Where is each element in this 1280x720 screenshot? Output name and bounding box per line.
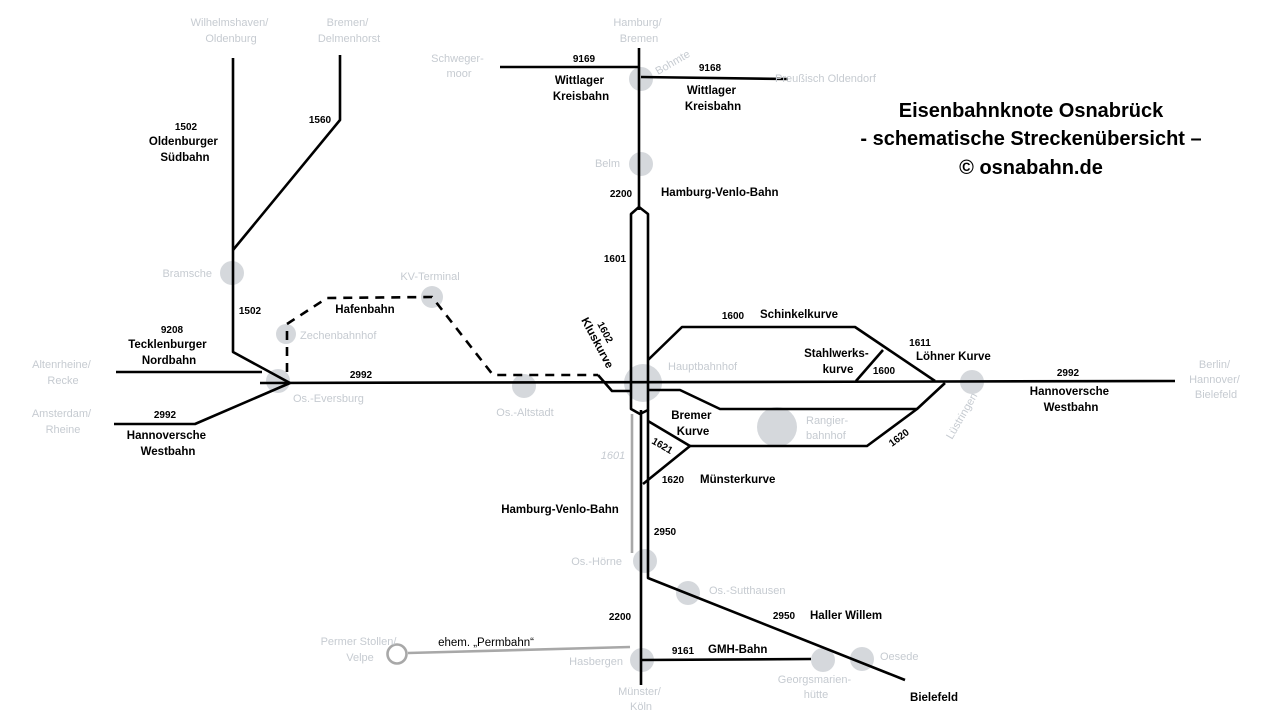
label-rangierbahnhof: Rangier- bahnhof <box>806 415 851 442</box>
line-2950-hw: 2950 <box>773 611 796 622</box>
line-1502-top: 1502 <box>175 122 198 133</box>
line-stahlwerkskurve: Stahlwerks- kurve <box>804 348 872 376</box>
label-permer-stollen: Permer Stollen/ Velpe <box>321 636 400 664</box>
track-1621 <box>642 419 692 486</box>
track-9161 <box>641 657 812 662</box>
track-hafenbahn <box>285 295 598 377</box>
label-georgsmarienhuette: Georgsmarien- hütte <box>778 674 854 701</box>
line-1560: 1560 <box>309 115 332 126</box>
destination-labels: Wilhelmshaven/ Oldenburg Bremen/ Delmenh… <box>32 17 1243 713</box>
track-bremer-kurve <box>648 388 917 411</box>
line-2200-top: 2200 <box>610 189 633 200</box>
station-rangierbahnhof[interactable] <box>757 407 797 447</box>
line-schinkelkurve: Schinkelkurve <box>760 309 838 321</box>
dest-altenrheine: Altenrheine/ Recke <box>32 359 94 387</box>
dest-muenster: Münster/ Köln <box>618 686 664 713</box>
label-altstadt: Os.-Altstadt <box>496 407 553 419</box>
dest-preussisch-oldendorf: Preußisch Oldendorf <box>775 73 877 85</box>
line-hafenbahn: Hafenbahn <box>335 304 394 316</box>
tracks <box>114 48 1176 685</box>
track-2992-main <box>259 379 1176 385</box>
track-1502 <box>231 58 291 385</box>
label-kv-terminal: KV-Terminal <box>400 271 459 283</box>
line-1600-schinkel: 1600 <box>722 311 745 322</box>
label-belm: Belm <box>595 158 620 170</box>
line-gmh-bahn: GMH-Bahn <box>708 644 767 656</box>
station-hoerne[interactable] <box>633 549 657 573</box>
line-1620-rbf: 1620 <box>887 427 912 449</box>
line-hamburg-venlo-low: Hamburg-Venlo-Bahn <box>501 504 619 516</box>
track-2992-west <box>114 381 291 426</box>
dest-wilhelmshaven: Wilhelmshaven/ Oldenburg <box>191 17 272 45</box>
line-9169: 9169 <box>573 54 596 65</box>
line-hamburg-venlo-top: Hamburg-Venlo-Bahn <box>661 187 779 199</box>
line-1620: 1620 <box>662 475 685 486</box>
track-2950 <box>646 410 906 682</box>
track-1600-stahl <box>855 349 884 382</box>
diagram-title: Eisenbahnknote Osnabrück - schematische … <box>860 100 1201 179</box>
title-line-2: - schematische Streckenübersicht – <box>860 128 1201 150</box>
label-bohmte: Bohmte <box>654 48 693 77</box>
track-9168 <box>640 75 789 81</box>
line-1611: 1611 <box>909 338 931 349</box>
track-1600-schinkel <box>647 325 936 383</box>
station-altstadt[interactable] <box>512 374 536 398</box>
line-9208: 9208 <box>161 325 184 336</box>
line-9168: 9168 <box>699 63 722 74</box>
label-eversburg: Os.-Eversburg <box>293 393 364 405</box>
title-line-3: © osnabahn.de <box>959 157 1103 179</box>
line-tecklenburger: Tecklenburger Nordbahn <box>128 339 210 367</box>
line-1601: 1601 <box>604 254 627 265</box>
line-2992-right: 2992 <box>1057 368 1080 379</box>
line-bremer-kurve: Bremer Kurve <box>671 410 714 438</box>
label-hasbergen: Hasbergen <box>569 656 623 668</box>
label-hoerne: Os.-Hörne <box>571 556 622 568</box>
dest-amsterdam: Amsterdam/ Rheine <box>32 408 94 436</box>
station-labels: Schweger- moor Bohmte Belm Bramsche KV-T… <box>162 48 980 701</box>
dest-berlin: Berlin/ Hannover/ Bielefeld <box>1189 359 1243 401</box>
label-luestringen: Lüstringen <box>944 391 980 441</box>
dest-bielefeld: Bielefeld <box>910 692 958 704</box>
line-2200-low: 2200 <box>609 612 632 623</box>
title-line-1: Eisenbahnknote Osnabrück <box>899 100 1164 122</box>
label-zechenbahnhof: Zechenbahnhof <box>300 330 377 342</box>
line-9161: 9161 <box>672 646 695 657</box>
track-1620-rbf <box>690 382 946 448</box>
line-wittlager-right: Wittlager Kreisbahn <box>685 85 741 113</box>
track-1560 <box>231 55 342 251</box>
line-muensterkurve: Münsterkurve <box>700 474 775 486</box>
line-hannoversche-left: Hannoversche Westbahn <box>127 430 209 458</box>
line-1502-low: 1502 <box>239 306 262 317</box>
station-belm[interactable] <box>629 152 653 176</box>
line-loehner: Löhner Kurve <box>916 351 991 363</box>
dest-bremen-delmenhorst: Bremen/ Delmenhorst <box>318 17 380 45</box>
line-1621: 1621 <box>650 436 675 457</box>
station-bohmte[interactable] <box>629 67 653 91</box>
label-oesede: Oesede <box>880 651 919 663</box>
label-schwegermoor: Schweger- moor <box>431 53 487 80</box>
line-oldenburger: Oldenburger Südbahn <box>149 136 221 164</box>
line-1601-grey: 1601 <box>601 450 625 462</box>
line-2950: 2950 <box>654 527 677 538</box>
station-georgsmarienhuette[interactable] <box>811 648 835 672</box>
station-permer-stollen[interactable] <box>386 643 408 665</box>
line-2992-left: 2992 <box>154 410 177 421</box>
line-haller-willem: Haller Willem <box>810 610 882 622</box>
label-hauptbahnhof: Hauptbahnhof <box>668 361 738 373</box>
line-hannoversche-right: Hannoversche Westbahn <box>1030 386 1112 414</box>
line-permbahn: ehem. „Permbahn“ <box>438 637 534 649</box>
line-wittlager-left: Wittlager Kreisbahn <box>553 75 609 103</box>
line-1600-stahl: 1600 <box>873 366 896 377</box>
label-bramsche: Bramsche <box>162 268 212 280</box>
line-2992-mid: 2992 <box>350 370 373 381</box>
label-sutthausen: Os.-Sutthausen <box>709 585 785 597</box>
track-permbahn <box>407 645 631 655</box>
dest-hamburg-bremen: Hamburg/ Bremen <box>613 17 664 45</box>
track-kluskurve <box>597 374 630 393</box>
